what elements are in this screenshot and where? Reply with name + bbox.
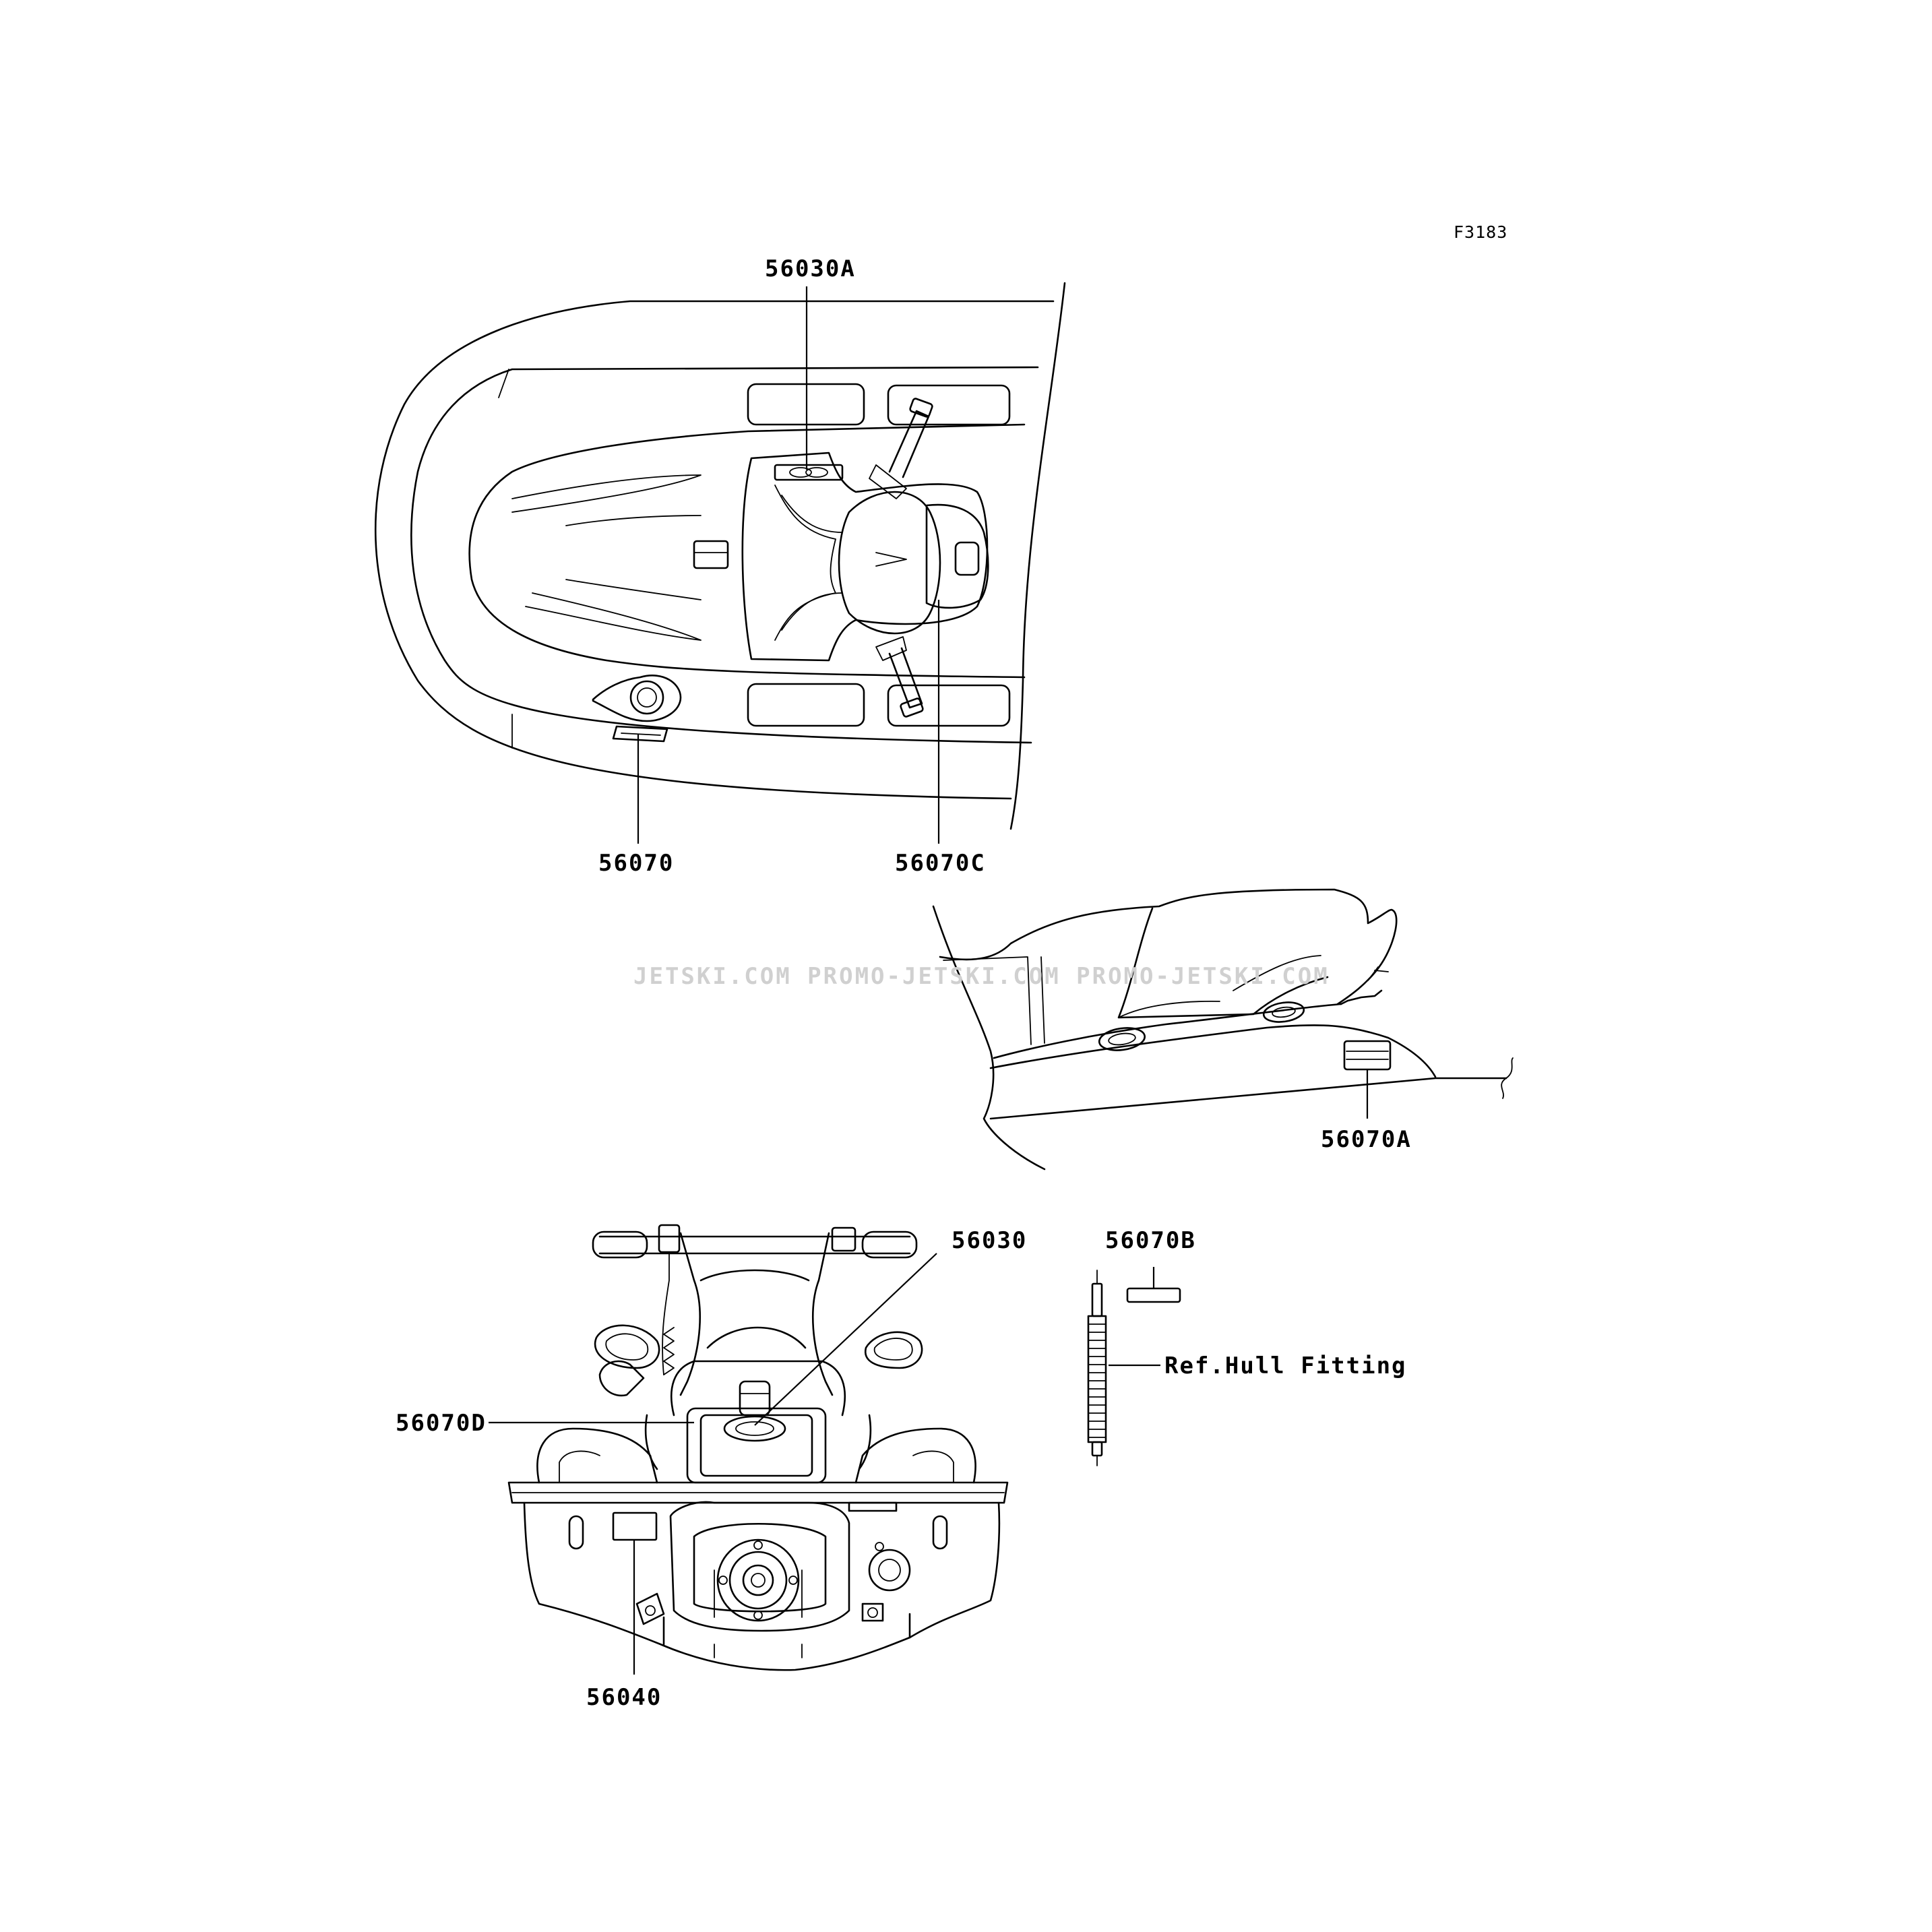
label-56070B	[1126, 1287, 1181, 1303]
callout-56070A: 56070A	[1321, 1126, 1412, 1153]
side-view-seat	[932, 888, 1514, 1171]
watermark: JETSKI.COM PROMO-JETSKI.COM PROMO-JETSKI…	[633, 963, 1330, 990]
callout-56070D: 56070D	[396, 1410, 487, 1437]
callout-56070: 56070	[598, 850, 674, 877]
callout-ref-hull-fitting: Ref.Hull Fitting	[1164, 1352, 1407, 1379]
callout-56030A: 56030A	[765, 255, 856, 282]
callout-56030: 56030	[952, 1227, 1027, 1254]
callout-56070B: 56070B	[1105, 1227, 1196, 1254]
callout-56040: 56040	[586, 1684, 662, 1711]
figure-code: F3183	[1454, 222, 1507, 242]
rear-view-craft	[507, 1224, 1009, 1671]
leader-56030	[754, 1253, 937, 1426]
callout-56070C: 56070C	[895, 850, 986, 877]
top-view-deck	[374, 282, 1066, 830]
